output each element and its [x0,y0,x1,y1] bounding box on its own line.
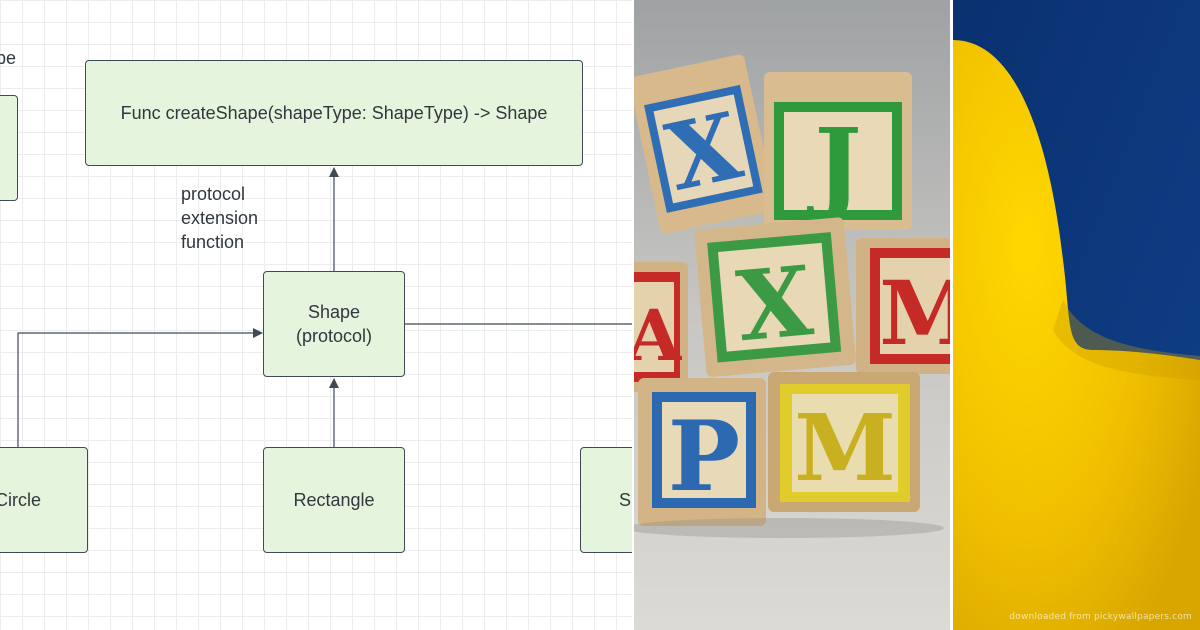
block-m-red: M [856,238,950,374]
block-letter: M [794,394,896,502]
block-m-yellow: M [768,372,920,512]
rectangle-label: Rectangle [293,490,375,510]
block-a-red: A [634,262,688,392]
shape-protocol-label: Shape (protocol) [295,302,373,346]
blocks-illustration: X J X M A [634,0,950,630]
partial-label-top-left: pe [0,48,17,68]
block-letter: P [668,400,740,513]
block-letter: X [733,244,818,363]
alphabet-blocks-photo: X J X M A [634,0,950,630]
create-shape-function-label: Func createShape(shapeType: ShapeType) -… [120,103,548,123]
circle-label: Circle [0,490,41,510]
panel-divider [632,0,634,630]
edge-circle-to-shape [17,328,263,447]
block-letter: J [806,106,861,224]
rubber-duck-photo: downloaded from pickywallpapers.com [953,0,1200,630]
duck-illustration [953,0,1200,630]
block-p-blue: P [638,378,766,526]
diagram-connectors [17,167,632,447]
panel-divider [950,0,953,630]
block-x-blue: X [634,54,776,234]
partial-node-top-left [0,95,18,201]
block-x-green: X [694,217,856,377]
block-letter: A [634,294,683,377]
block-letter: M [879,261,950,365]
circle-node: Circle [0,447,88,553]
shape-protocol-node: Shape (protocol) [263,271,405,377]
block-j-green: J [764,72,912,230]
partial-node-right: S [580,447,632,553]
class-diagram: pe Func createShape(shapeType: ShapeType… [0,0,632,630]
protocol-extension-note: protocol extension function [181,184,259,252]
watermark-text: downloaded from pickywallpapers.com [1009,612,1192,622]
rectangle-node: Rectangle [263,447,405,553]
partial-node-right-label: S [619,490,632,510]
create-shape-function-node: Func createShape(shapeType: ShapeType) -… [85,60,583,166]
